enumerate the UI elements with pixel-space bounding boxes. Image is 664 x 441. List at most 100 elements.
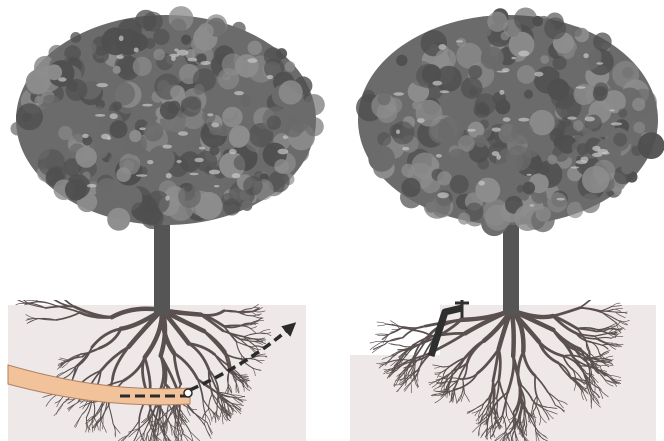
- leaf-highlight: [139, 127, 146, 130]
- root-segment: [21, 280, 33, 285]
- leaf-cluster: [303, 94, 324, 115]
- leaf-cluster: [487, 12, 507, 32]
- leaf-cluster: [129, 130, 141, 142]
- leaf-cluster: [461, 103, 473, 115]
- root-segment: [26, 273, 33, 283]
- root-segment: [604, 271, 612, 280]
- leaf-cluster: [223, 198, 240, 215]
- leaf-cluster: [222, 53, 244, 75]
- root-segment: [605, 273, 610, 281]
- leaf-cluster: [170, 85, 185, 100]
- leaf-cluster: [573, 120, 584, 131]
- leaf-highlight: [534, 72, 543, 77]
- leaf-cluster: [82, 41, 97, 56]
- root-segment: [596, 290, 611, 294]
- leaf-cluster: [70, 32, 81, 43]
- leaf-cluster: [276, 48, 287, 59]
- leaf-highlight: [396, 130, 400, 135]
- root-segment: [23, 278, 33, 285]
- root-segment: [45, 264, 50, 273]
- leaf-highlight: [200, 61, 210, 65]
- root-segment: [27, 289, 48, 296]
- leaf-highlight: [456, 40, 463, 42]
- leaf-highlight: [518, 118, 529, 122]
- leaf-cluster: [544, 17, 566, 39]
- leaf-cluster: [76, 146, 97, 167]
- leaf-highlight: [556, 198, 565, 201]
- leaf-highlight: [585, 117, 595, 122]
- leaf-cluster: [58, 126, 72, 140]
- root-segment: [596, 281, 604, 295]
- leaf-cluster: [242, 200, 253, 211]
- leaf-cluster: [456, 43, 482, 69]
- leaf-cluster: [477, 158, 489, 170]
- leaf-highlight: [174, 49, 178, 52]
- root-segment: [524, 408, 525, 425]
- leaf-highlight: [567, 117, 577, 120]
- leaf-cluster: [279, 80, 303, 104]
- leaf-cluster: [540, 55, 549, 64]
- root-segment: [38, 264, 44, 276]
- leaf-highlight: [527, 174, 532, 176]
- leaf-highlight: [432, 81, 442, 86]
- leaf-highlight: [518, 51, 529, 57]
- leaf-highlight: [199, 147, 205, 150]
- leaf-highlight: [177, 160, 182, 163]
- leaf-highlight: [234, 91, 244, 95]
- leaf-cluster: [548, 155, 558, 165]
- leaf-highlight: [142, 104, 153, 107]
- leaf-cluster: [160, 101, 178, 119]
- leaf-highlight: [134, 48, 139, 53]
- leaf-highlight: [229, 149, 237, 154]
- leaf-highlight: [267, 75, 273, 79]
- leaf-cluster: [391, 121, 414, 144]
- leaf-cluster: [146, 191, 169, 214]
- leaf-cluster: [593, 33, 612, 52]
- leaf-highlight: [187, 58, 197, 62]
- leaf-highlight: [110, 113, 118, 119]
- root-segment: [56, 289, 75, 307]
- leaf-cluster: [514, 8, 537, 31]
- root-segment: [44, 274, 56, 288]
- leaf-cluster: [96, 178, 120, 202]
- leaf-cluster: [632, 98, 645, 111]
- leaf-cluster: [450, 175, 469, 194]
- root-segment: [224, 325, 241, 326]
- leaf-cluster: [49, 45, 65, 61]
- root-segment: [611, 290, 622, 293]
- leaf-cluster: [110, 120, 128, 138]
- leaf-cluster: [16, 103, 43, 130]
- leaf-cluster: [234, 155, 249, 170]
- leaf-cluster: [153, 29, 169, 45]
- leaf-cluster: [638, 132, 664, 159]
- leaf-highlight: [283, 135, 288, 139]
- leaf-cluster: [437, 171, 451, 185]
- leaf-highlight: [436, 154, 442, 158]
- leaf-highlight: [440, 90, 450, 93]
- leaf-cluster: [474, 135, 487, 148]
- leaf-cluster: [572, 27, 582, 37]
- leaf-highlight: [467, 129, 476, 132]
- leaf-highlight: [87, 184, 97, 188]
- leaf-cluster: [148, 146, 175, 173]
- leaf-cluster: [613, 133, 627, 147]
- root-segment: [596, 281, 605, 294]
- leaf-cluster: [210, 145, 220, 155]
- leaf-highlight: [119, 36, 124, 42]
- root-segment: [34, 267, 43, 275]
- leaf-cluster: [153, 49, 165, 61]
- root-segment: [22, 281, 33, 283]
- leaf-highlight: [583, 53, 588, 58]
- leaf-cluster: [31, 141, 50, 160]
- right-panel: [350, 8, 664, 441]
- leaf-highlight: [147, 160, 153, 164]
- leaf-highlight: [609, 109, 615, 111]
- leaf-cluster: [580, 193, 600, 213]
- leaf-cluster: [229, 125, 250, 146]
- leaf-cluster: [593, 160, 616, 183]
- leaf-cluster: [547, 192, 567, 212]
- leaf-cluster: [133, 57, 152, 76]
- leaf-cluster: [377, 132, 391, 146]
- leaf-cluster: [506, 146, 532, 172]
- leaf-highlight: [96, 83, 108, 87]
